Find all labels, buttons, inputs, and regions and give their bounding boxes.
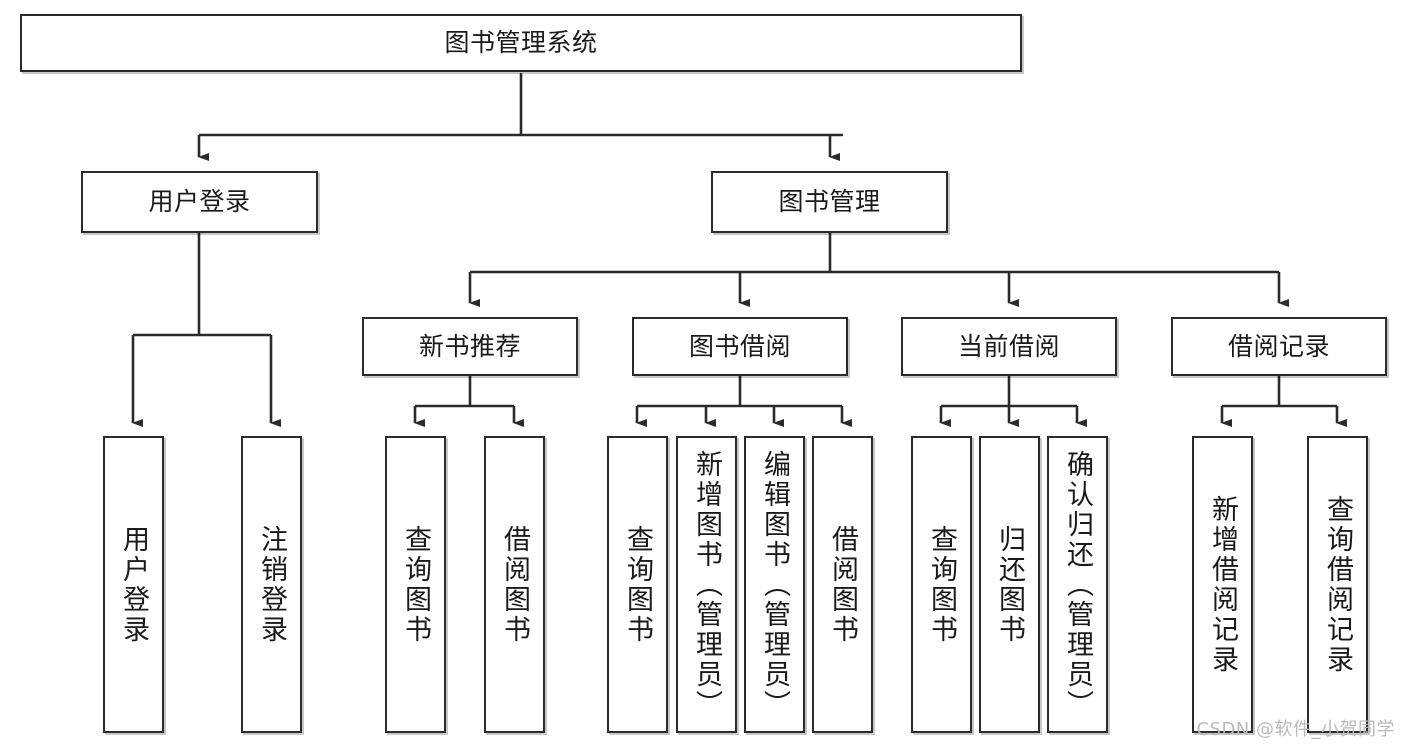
- leaf-add-record-label: 新增借阅记录: [1207, 494, 1238, 675]
- leaf-borrow-book-1-label: 借阅图书: [499, 524, 530, 645]
- node-current-borrow-label: 当前借阅: [957, 331, 1060, 361]
- leaf-query-book-2[interactable]: 查询图书: [607, 436, 668, 733]
- leaf-borrow-book-1[interactable]: 借阅图书: [484, 436, 545, 733]
- leaf-query-book-3-label: 查询图书: [926, 524, 957, 645]
- node-book-borrow-label: 图书借阅: [688, 331, 791, 361]
- leaf-return-book[interactable]: 归还图书: [979, 436, 1040, 733]
- node-root[interactable]: 图书管理系统: [20, 14, 1022, 72]
- leaf-confirm-return[interactable]: 确认归还（管理员）: [1047, 436, 1108, 733]
- node-new-book-recommend-label: 新书推荐: [418, 331, 521, 361]
- node-user-login[interactable]: 用户登录: [81, 171, 318, 233]
- node-root-label: 图书管理系统: [444, 28, 598, 58]
- leaf-return-book-label: 归还图书: [994, 524, 1025, 645]
- leaf-borrow-book-2-label: 借阅图书: [827, 524, 858, 645]
- node-book-manage-label: 图书管理: [778, 187, 881, 217]
- leaf-edit-book-label: 编辑图书（管理员）: [759, 449, 790, 720]
- node-current-borrow[interactable]: 当前借阅: [901, 317, 1117, 376]
- leaf-add-record[interactable]: 新增借阅记录: [1192, 436, 1253, 733]
- leaf-query-book-3[interactable]: 查询图书: [911, 436, 972, 733]
- leaf-query-record-label: 查询借阅记录: [1322, 494, 1353, 675]
- leaf-query-book-1[interactable]: 查询图书: [385, 436, 446, 733]
- leaf-user-login-label: 用户登录: [118, 524, 149, 645]
- node-book-borrow[interactable]: 图书借阅: [632, 317, 848, 376]
- leaf-query-book-1-label: 查询图书: [400, 524, 431, 645]
- leaf-confirm-return-label: 确认归还（管理员）: [1062, 449, 1093, 720]
- leaf-add-book[interactable]: 新增图书（管理员）: [676, 436, 737, 733]
- leaf-user-logout-label: 注销登录: [256, 524, 287, 645]
- leaf-query-record[interactable]: 查询借阅记录: [1307, 436, 1368, 733]
- node-book-manage[interactable]: 图书管理: [711, 171, 948, 233]
- leaf-edit-book[interactable]: 编辑图书（管理员）: [744, 436, 805, 733]
- watermark-text: CSDN @软件_小贺同学: [1196, 719, 1395, 740]
- leaf-user-logout[interactable]: 注销登录: [241, 436, 302, 733]
- node-user-login-label: 用户登录: [148, 187, 251, 217]
- leaf-user-login[interactable]: 用户登录: [103, 436, 164, 733]
- node-borrow-record-label: 借阅记录: [1227, 331, 1330, 361]
- node-borrow-record[interactable]: 借阅记录: [1171, 317, 1387, 376]
- leaf-borrow-book-2[interactable]: 借阅图书: [812, 436, 873, 733]
- leaf-add-book-label: 新增图书（管理员）: [691, 449, 722, 720]
- leaf-query-book-2-label: 查询图书: [622, 524, 653, 645]
- node-new-book-recommend[interactable]: 新书推荐: [362, 317, 578, 376]
